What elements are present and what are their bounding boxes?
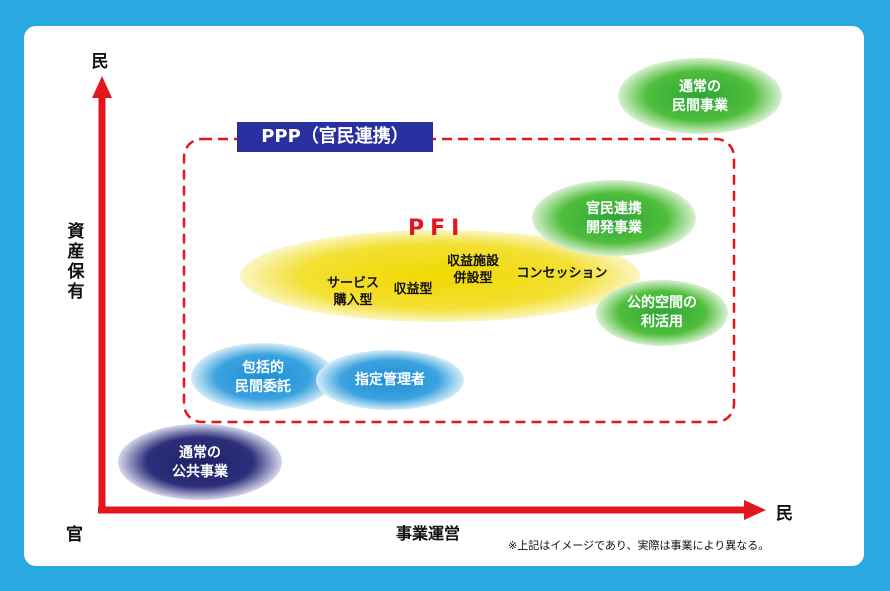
pfi-revenue-label: 収益型 xyxy=(393,282,433,297)
joint-dev-label: 官民連携 開発事業 xyxy=(586,201,642,236)
ppp-region xyxy=(182,137,736,424)
pfi-combined-label: 収益施設 併設型 xyxy=(446,254,499,286)
comprehensive-label: 包括的 民間委託 xyxy=(235,360,291,395)
designated-bubble xyxy=(316,350,464,410)
public-normal-bubble xyxy=(118,424,282,500)
comprehensive-bubble xyxy=(191,343,335,411)
x-axis-label: 事業運営 xyxy=(396,524,461,543)
pfi-title: PFI xyxy=(408,216,466,241)
pfi-service-label: サービス 購入型 xyxy=(326,276,379,308)
origin-label: 官 xyxy=(66,525,83,545)
designated-label: 指定管理者 xyxy=(355,372,425,388)
x-axis-arrowhead xyxy=(744,500,766,520)
public-normal-label: 通常の 公共事業 xyxy=(172,445,228,480)
public-space-label: 公的空間の 利活用 xyxy=(627,295,697,330)
ppp-title: PPP（官民連携） xyxy=(237,122,433,152)
private-normal-bubble xyxy=(618,58,782,134)
joint-dev-bubble xyxy=(532,180,696,256)
y-axis-arrowhead xyxy=(92,76,112,98)
y-axis-label: 資産保有 xyxy=(67,222,85,302)
private-normal-label: 通常の 民間事業 xyxy=(672,79,728,114)
y-axis-top-label: 民 xyxy=(91,52,109,72)
pfi-ellipse xyxy=(240,230,640,322)
footnote: ※上記はイメージであり、実際は事業により異なる。 xyxy=(508,539,770,552)
public-space-bubble xyxy=(596,280,728,346)
x-axis-right-label: 民 xyxy=(776,504,793,524)
pfi-concession-label: コンセッション xyxy=(516,266,608,281)
